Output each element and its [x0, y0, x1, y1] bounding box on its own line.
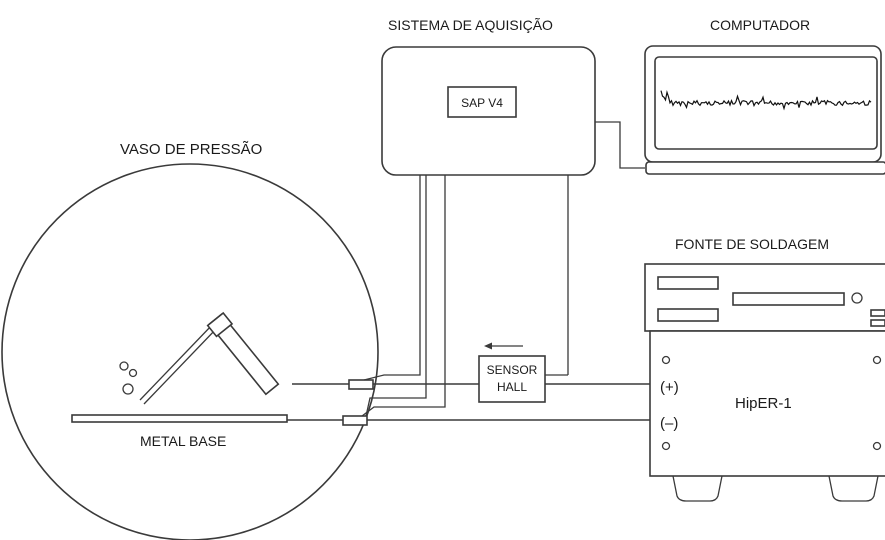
computer-label: COMPUTADOR [710, 17, 810, 33]
power-source-slot [657, 276, 719, 290]
power-source-foot-left [672, 475, 723, 502]
voltage-lead-2 [361, 175, 446, 417]
electrode-wire [139, 323, 214, 401]
power-source-lower-panel [649, 330, 885, 477]
power-source-knob [851, 292, 863, 304]
bubble [119, 361, 129, 371]
positive-terminal-label: (+) [660, 379, 679, 396]
acquisition-system-label: SISTEMA DE AQUISIÇÃO [388, 17, 553, 33]
feedthrough-upper [348, 379, 374, 390]
screw [872, 441, 882, 451]
power-source-side-button [870, 319, 885, 327]
sap-v4-box [447, 86, 517, 118]
hall-sensor-label-line1: SENSOR [487, 363, 538, 377]
hall-sensor-label-line2: HALL [497, 380, 527, 394]
screw [872, 355, 882, 365]
feedthrough-lower [342, 415, 368, 426]
computer-data-cable [595, 121, 645, 169]
bubble [128, 368, 138, 378]
power-source-model-label: HipER-1 [735, 395, 792, 412]
metal-base-plate [71, 414, 288, 423]
sap-v4-label: SAP V4 [461, 96, 503, 110]
hall-sensor [478, 355, 546, 403]
computer-keyboard-base [645, 161, 885, 175]
signal-waveform [660, 89, 872, 111]
power-source-slot [657, 308, 719, 322]
screw [661, 355, 671, 365]
pressure-vessel-label: VASO DE PRESSÃO [120, 141, 262, 158]
bubble [122, 383, 134, 395]
power-source-display [732, 292, 845, 306]
welding-source-label: FONTE DE SOLDAGEM [675, 236, 829, 252]
power-source-side-button [870, 309, 885, 317]
negative-terminal-label: (–) [660, 415, 678, 432]
pressure-vessel-circle [1, 163, 379, 540]
screw [661, 441, 671, 451]
current-direction-arrow-icon [484, 342, 523, 350]
torch-body [206, 311, 280, 396]
voltage-lead-1 [363, 175, 421, 381]
metal-base-label: METAL BASE [140, 433, 226, 449]
electrode-wire-inner [143, 327, 218, 405]
voltage-lead-3 [365, 175, 427, 417]
power-source-foot-right [828, 475, 879, 502]
